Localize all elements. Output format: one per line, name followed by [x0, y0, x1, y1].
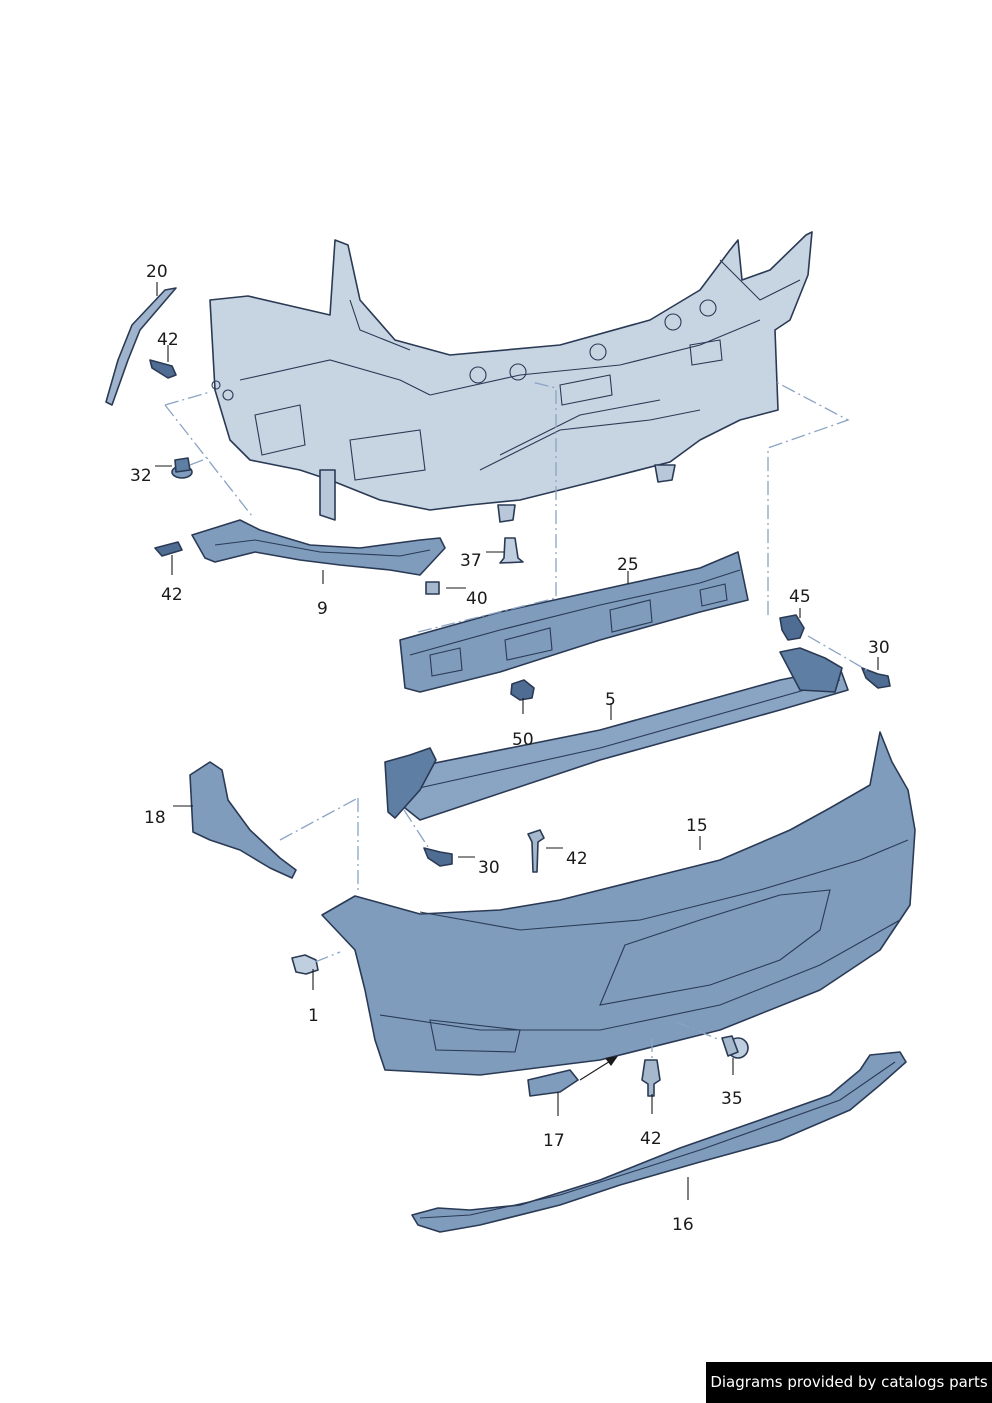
clip-32 — [171, 457, 193, 479]
nut-50 — [510, 679, 535, 701]
part-17-cover — [527, 1069, 579, 1097]
assembly-lines — [164, 381, 871, 1060]
clip-45 — [779, 614, 805, 641]
label-15: 15 — [686, 816, 708, 836]
label-50: 50 — [512, 730, 534, 750]
label-20: 20 — [146, 262, 168, 282]
label-16: 16 — [672, 1215, 694, 1235]
screw-42-left — [154, 541, 183, 557]
credit-banner: Diagrams provided by catalogs parts — [706, 1362, 992, 1403]
label-25: 25 — [617, 555, 639, 575]
clip-37 — [499, 537, 524, 564]
screw-42-lower — [641, 1059, 661, 1097]
screw-42-bumper-top — [527, 829, 545, 873]
label-9: 9 — [317, 599, 328, 619]
label-30: 30 — [478, 858, 500, 878]
clip-1 — [291, 954, 319, 975]
part-15-bumper-cover — [321, 731, 916, 1076]
part-25-absorber — [399, 551, 749, 693]
part-18-bracket — [189, 761, 297, 879]
label-40: 40 — [466, 589, 488, 609]
label-32: 32 — [130, 466, 152, 486]
label-42: 42 — [161, 585, 183, 605]
part-9-bracket — [191, 519, 446, 576]
bolt-30-right — [861, 667, 891, 689]
label-18: 18 — [144, 808, 166, 828]
clip-35 — [721, 1035, 749, 1059]
rear-panel — [209, 231, 813, 523]
label-1: 1 — [308, 1006, 319, 1026]
part-20-trim — [105, 287, 177, 406]
part-5-bumper-bar — [384, 647, 849, 821]
leader-lines — [155, 282, 879, 1200]
bolt-30-lower — [423, 847, 453, 867]
label-42: 42 — [566, 849, 588, 869]
screw-42-upper-left — [149, 359, 177, 379]
part-16-spoiler — [411, 1051, 907, 1233]
label-30: 30 — [868, 638, 890, 658]
label-5: 5 — [605, 690, 616, 710]
label-45: 45 — [789, 587, 811, 607]
label-35: 35 — [721, 1089, 743, 1109]
label-42: 42 — [157, 330, 179, 350]
label-42: 42 — [640, 1129, 662, 1149]
nut-40 — [425, 581, 440, 595]
label-17: 17 — [543, 1131, 565, 1151]
label-37: 37 — [460, 551, 482, 571]
